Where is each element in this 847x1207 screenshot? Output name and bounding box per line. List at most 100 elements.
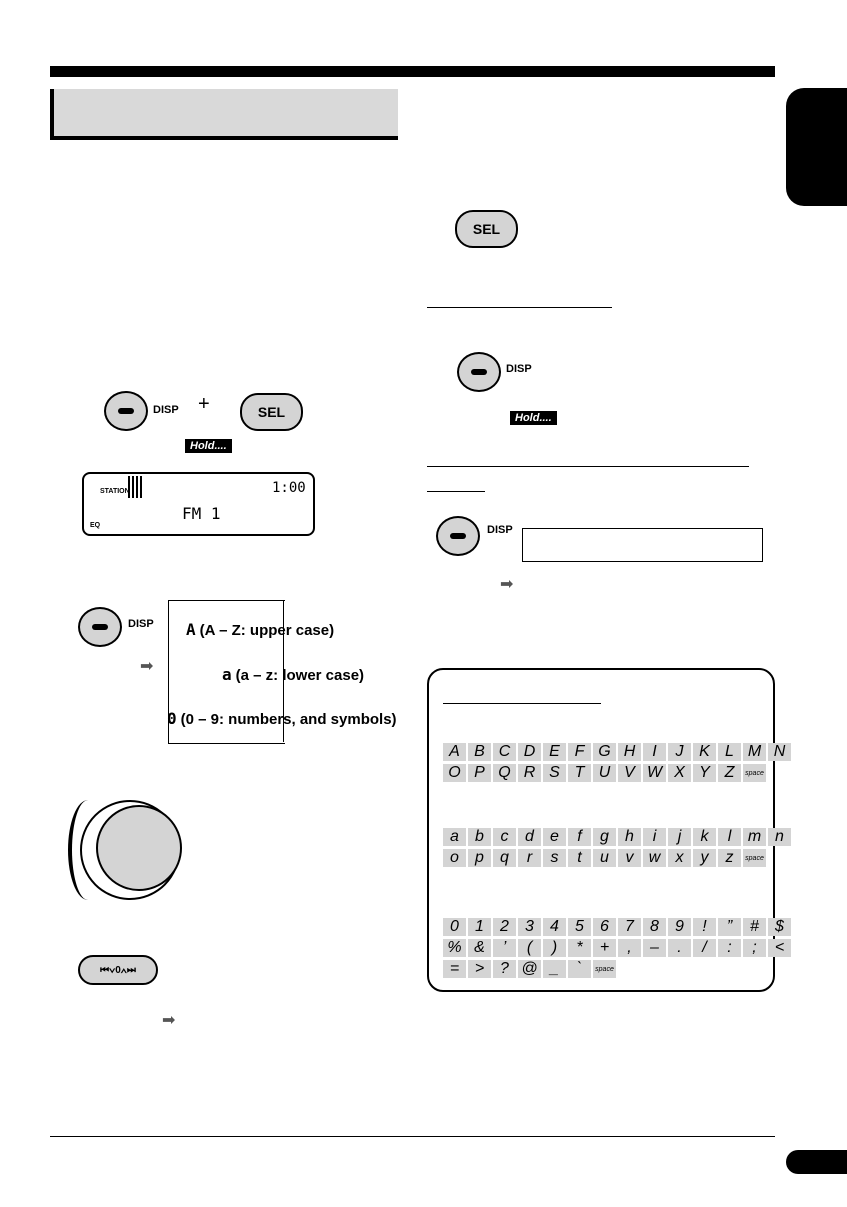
char-cell: E [543, 743, 566, 761]
char-cell: v [618, 849, 641, 867]
disp-label: DISP [506, 363, 532, 375]
char-cell: a [443, 828, 466, 846]
top-rule [50, 66, 775, 77]
rotate-arrow-icon [68, 800, 108, 900]
char-cell: # [743, 918, 766, 936]
char-cell: g [593, 828, 616, 846]
char-cell: l [718, 828, 741, 846]
arrow-right-icon: ➡ [500, 576, 514, 593]
char-cell: n [768, 828, 791, 846]
hold-badge: Hold.... [510, 411, 557, 425]
char-cell: Q [493, 764, 516, 782]
heading-underline [427, 466, 749, 467]
mode-numbers-label: (0 – 9: numbers, and symbols) [180, 711, 397, 728]
char-cell: m [743, 828, 766, 846]
station-indicator: STATION [100, 488, 130, 495]
char-cell: – [643, 939, 666, 957]
char-cell: 1 [468, 918, 491, 936]
disp-label: DISP [128, 618, 154, 630]
char-cell: 5 [568, 918, 591, 936]
char-cell: . [668, 939, 691, 957]
blinking-cursor-icon [128, 476, 142, 498]
char-cell: t [568, 849, 591, 867]
char-cell: B [468, 743, 491, 761]
sel-button[interactable]: SEL [240, 393, 303, 431]
char-cell: F [568, 743, 591, 761]
char-cell: ? [493, 960, 516, 978]
char-cell: H [618, 743, 641, 761]
disp-button[interactable] [457, 352, 501, 392]
char-cell: @ [518, 960, 541, 978]
char-cell: space [743, 849, 766, 867]
char-cell: j [668, 828, 691, 846]
char-cell: ’ [493, 939, 516, 957]
char-cell: w [643, 849, 666, 867]
arrow-right-icon: ➡ [140, 658, 154, 675]
page-number-tab [786, 1150, 847, 1174]
eq-indicator: EQ [90, 522, 101, 529]
lcd-display: STATION 1:00 FM 1 EQ [82, 472, 315, 536]
char-cell: 4 [543, 918, 566, 936]
char-cell: / [693, 939, 716, 957]
disp-button[interactable] [78, 607, 122, 647]
char-cell: q [493, 849, 516, 867]
mode-numbers: 0(0 – 9: numbers, and symbols) [167, 709, 397, 728]
char-cell: A [443, 743, 466, 761]
char-cell: P [468, 764, 491, 782]
char-cell: 2 [493, 918, 516, 936]
char-cell: e [543, 828, 566, 846]
char-cell: M [743, 743, 766, 761]
mode-upper-case: A(A – Z: upper case) [186, 620, 334, 639]
char-cell: O [443, 764, 466, 782]
upper-case-glyph: A [186, 620, 196, 639]
heading-underline [443, 703, 601, 704]
arrow-right-icon: ➡ [162, 1012, 176, 1029]
char-cell: y [693, 849, 716, 867]
char-cell: s [543, 849, 566, 867]
char-cell: X [668, 764, 691, 782]
char-cell: k [693, 828, 716, 846]
sel-button[interactable]: SEL [455, 210, 518, 248]
char-cell: J [668, 743, 691, 761]
display-cycle-top-line [522, 528, 763, 529]
char-cell: f [568, 828, 591, 846]
char-cell: , [618, 939, 641, 957]
heading-underline [427, 491, 485, 492]
char-cell: o [443, 849, 466, 867]
char-cell: * [568, 939, 591, 957]
mode-lower-case: a(a – z: lower case) [222, 665, 364, 684]
char-cell: % [443, 939, 466, 957]
disp-button[interactable] [104, 391, 148, 431]
char-cell: Z [718, 764, 741, 782]
bottom-rule [50, 1136, 775, 1137]
char-cell: C [493, 743, 516, 761]
char-cell: ” [718, 918, 741, 936]
char-cell: 7 [618, 918, 641, 936]
mode-upper-label: (A – Z: upper case) [199, 622, 335, 639]
char-cell: > [468, 960, 491, 978]
seek-up-down-button[interactable]: ⏮∨0∧⏭ [78, 955, 158, 985]
char-cell: 6 [593, 918, 616, 936]
char-cell: 8 [643, 918, 666, 936]
char-cell: z [718, 849, 741, 867]
char-cell: & [468, 939, 491, 957]
char-cell: d [518, 828, 541, 846]
char-cell: D [518, 743, 541, 761]
char-cell: R [518, 764, 541, 782]
char-cell: 3 [518, 918, 541, 936]
char-cell: x [668, 849, 691, 867]
mode-cycle-line [283, 600, 284, 742]
disp-button[interactable] [436, 516, 480, 556]
control-dial[interactable] [96, 805, 182, 891]
mode-cycle-bracket [168, 600, 285, 744]
char-cell: 0 [443, 918, 466, 936]
char-cell: T [568, 764, 591, 782]
numbers-glyph: 0 [167, 709, 177, 728]
band-display: FM 1 [182, 504, 221, 523]
lower-case-glyph: a [222, 665, 232, 684]
char-cell: G [593, 743, 616, 761]
char-cell: ` [568, 960, 591, 978]
